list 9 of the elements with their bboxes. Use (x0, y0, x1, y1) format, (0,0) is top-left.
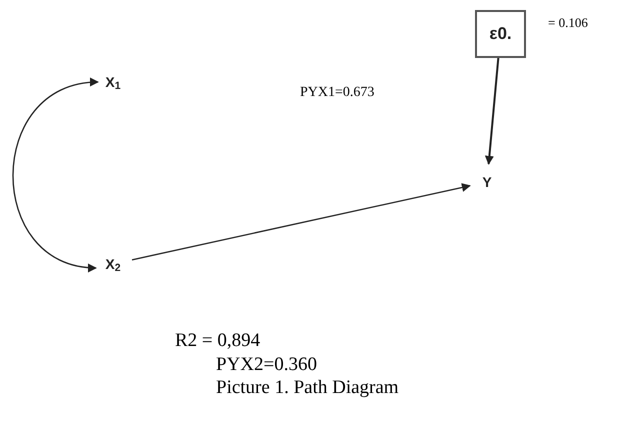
arrow (132, 183, 471, 260)
arrow (12, 78, 99, 272)
caption: Picture 1. Path Diagram (216, 376, 399, 400)
error-term-box: ε0. (475, 10, 526, 58)
coefficient-text: = 0.106 (548, 14, 588, 32)
arrow (484, 58, 500, 165)
coefficient-text: PYX1=0.673 (300, 84, 374, 102)
coefficient-text: PYX2=0.360 (216, 353, 317, 377)
coefficient-text: R2 = 0,894 (175, 329, 260, 353)
